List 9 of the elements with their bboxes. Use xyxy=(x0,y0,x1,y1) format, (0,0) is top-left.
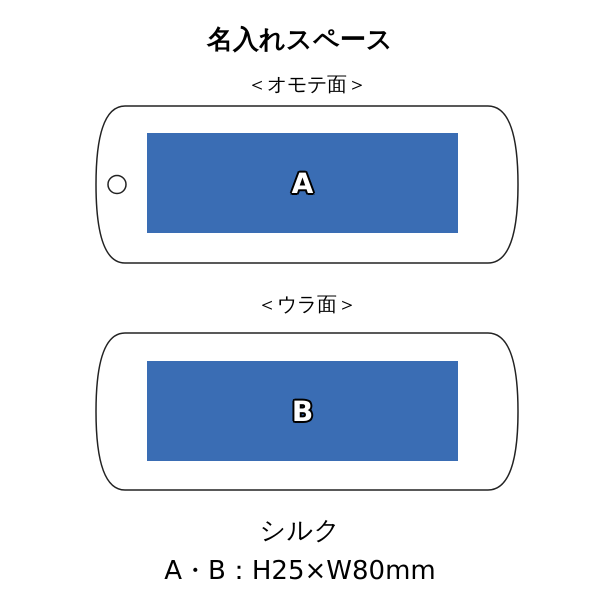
area-letter: B xyxy=(292,394,314,428)
spec-text: シルク xyxy=(258,515,342,548)
print-area xyxy=(147,133,458,233)
title: 名入れスペース xyxy=(206,24,394,57)
area-letter: A xyxy=(292,166,314,200)
side-heading: ＜ウラ面＞ xyxy=(256,292,358,316)
side-heading: ＜オモテ面＞ xyxy=(246,72,368,96)
print-area xyxy=(147,361,458,461)
spec-text: A・B：H25×W80mm xyxy=(163,555,437,588)
